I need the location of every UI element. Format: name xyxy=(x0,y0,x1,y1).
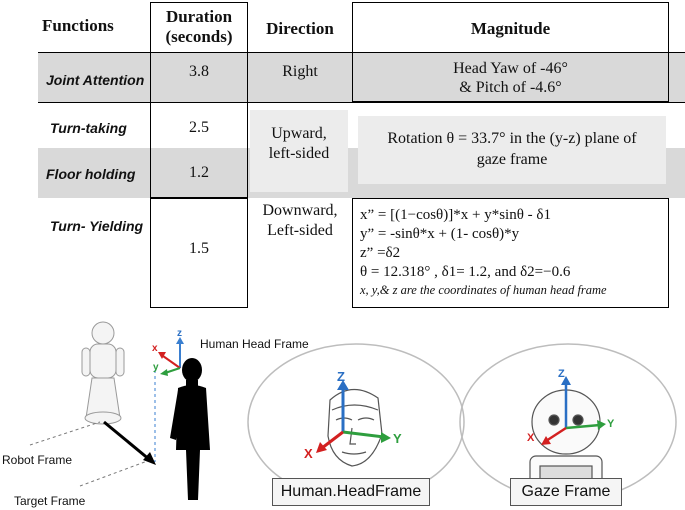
head-y-label: Y xyxy=(393,431,402,446)
merged-direction-cell xyxy=(250,110,348,192)
direction-downward-line2: Left-sided xyxy=(267,222,333,239)
small-x-label: x xyxy=(152,343,158,354)
row-divider-2 xyxy=(38,102,685,103)
row-bg-joint-attention xyxy=(38,52,685,102)
direction-upward-line1: Upward, xyxy=(271,125,327,142)
human-headframe-caption: Human.HeadFrame xyxy=(272,478,430,506)
headframe-ellipse xyxy=(247,343,465,501)
header-functions: Functions xyxy=(42,16,114,35)
duration-floor-holding: 1.2 xyxy=(189,164,209,181)
header-magnitude: Magnitude xyxy=(470,19,551,38)
target-frame-label: Target Frame xyxy=(14,494,86,508)
gaze-frame-caption: Gaze Frame xyxy=(510,478,622,506)
yield-eq-1: x” = [(1−cosθ)]*x + y*sinθ - δ1 xyxy=(360,207,551,223)
duration-turn-yielding: 1.5 xyxy=(189,240,209,257)
yield-eq-3: z” =δ2 xyxy=(360,245,401,261)
gaze-x-label: X xyxy=(527,432,535,444)
duration-yield-border xyxy=(150,198,248,308)
gaze-z-label: Z xyxy=(558,368,565,380)
direction-downward-line1: Downward, xyxy=(262,202,338,219)
human-silhouette xyxy=(170,358,210,500)
head-z-label: Z xyxy=(337,369,345,384)
head-x-label: X xyxy=(304,446,313,461)
duration-column-border xyxy=(150,2,248,198)
fn-floor-holding: Floor holding xyxy=(46,166,136,182)
fn-joint-attention: Joint Attention xyxy=(46,72,145,88)
magnitude-rotation-line2: gaze frame xyxy=(476,151,548,168)
magnitude-joint-attention-line1: Head Yaw of -46° xyxy=(453,60,568,77)
fn-turn-yielding: Turn- Yielding xyxy=(50,218,144,234)
magnitude-joint-attention-line2: & Pitch of -4.6° xyxy=(459,79,562,96)
small-z-label: z xyxy=(177,328,182,339)
robot-figure xyxy=(81,321,125,425)
direction-upward-line2: left-sided xyxy=(268,145,330,162)
magnitude-rotation-line1: Rotation θ = 33.7° in the (y-z) plane of xyxy=(387,130,637,147)
robot-frame-label: Robot Frame xyxy=(2,453,73,467)
gaze-y-label: Y xyxy=(607,418,615,430)
yield-note: x, y,& z are the coordinates of human he… xyxy=(360,283,607,297)
header-duration-line2: (seconds) xyxy=(165,27,233,46)
yield-eq-2: y” = -sinθ*x + (1- cosθ)*y xyxy=(360,226,520,242)
row-divider-1 xyxy=(38,52,685,53)
header-duration-line1: Duration xyxy=(165,7,233,26)
fn-turn-taking: Turn-taking xyxy=(50,120,127,136)
magnitude-yield-border xyxy=(352,198,669,308)
direction-joint-attention: Right xyxy=(282,63,318,80)
duration-turn-taking: 2.5 xyxy=(189,119,209,136)
face-sketch xyxy=(327,388,383,467)
merged-magnitude-cell xyxy=(358,116,666,184)
header-direction: Direction xyxy=(266,19,334,38)
small-y-label: y xyxy=(153,362,159,373)
human-head-frame-label: Human Head Frame xyxy=(200,337,309,351)
yield-eq-4: θ = 12.318° , δ1= 1.2, and δ2=−0.6 xyxy=(360,264,571,280)
duration-joint-attention: 3.8 xyxy=(189,63,209,80)
